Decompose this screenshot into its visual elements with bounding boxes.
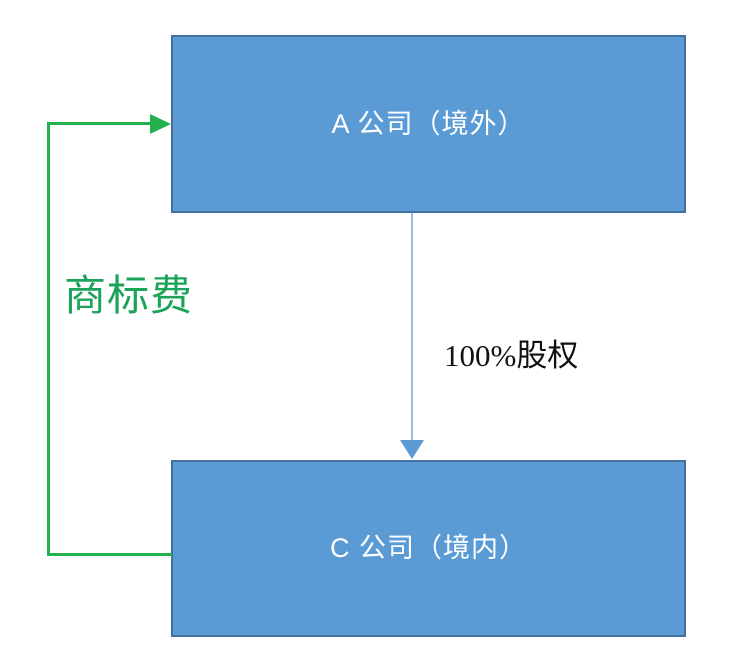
arrow-right-icon <box>150 114 171 134</box>
equity-edge-line <box>411 213 413 441</box>
node-company-c[interactable]: C 公司（境内） <box>171 460 686 637</box>
fee-edge-segment-top <box>47 122 152 125</box>
fee-edge-segment-bottom <box>47 553 172 556</box>
node-company-a[interactable]: A 公司（境外） <box>171 35 686 213</box>
node-company-a-label: A 公司（境外） <box>331 108 526 139</box>
arrow-down-icon <box>400 440 424 459</box>
fee-edge-label: 商标费 <box>64 274 194 320</box>
fee-edge-segment-left <box>47 122 50 556</box>
node-company-c-label: C 公司（境内） <box>330 533 527 564</box>
equity-edge-label: 100%股权 <box>444 338 579 373</box>
